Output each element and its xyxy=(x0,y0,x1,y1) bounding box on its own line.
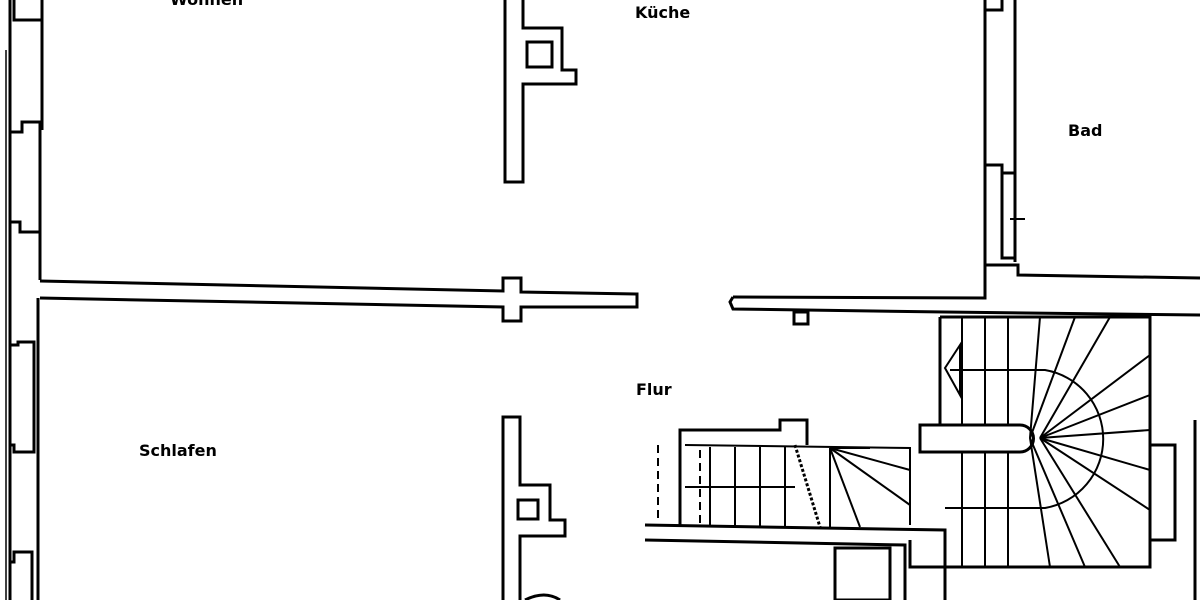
stair-tread xyxy=(1039,354,1151,439)
hall-wall-right xyxy=(728,0,1200,326)
room-label-bad: Bad xyxy=(1068,121,1103,140)
stair-tread xyxy=(1029,316,1076,439)
room-label-flur: Flur xyxy=(636,380,672,399)
stair-tread xyxy=(829,447,911,506)
partition-wall-wohnen-schlafen xyxy=(39,276,639,323)
stair-tread xyxy=(1039,429,1151,439)
main-staircase xyxy=(908,315,1197,600)
stair-tread xyxy=(1029,437,1051,568)
stair-tread xyxy=(1039,437,1151,471)
stair-tread xyxy=(1029,316,1041,439)
room-label-wohnen: Wohnen xyxy=(170,0,243,9)
stair-tread xyxy=(1039,437,1121,568)
stair-tread xyxy=(1039,316,1111,439)
secondary-staircase xyxy=(644,418,947,600)
left-exterior-wall xyxy=(5,0,44,600)
room-label-kueche: Küche xyxy=(635,3,691,22)
stair-tread xyxy=(1029,437,1086,568)
stair-tread xyxy=(1039,437,1151,511)
room-label-schlafen: Schlafen xyxy=(139,441,217,460)
stair-tread xyxy=(829,447,911,471)
stair-tread xyxy=(1039,394,1151,439)
chimney-wall-bottom xyxy=(501,415,567,600)
stair-tread xyxy=(829,447,861,528)
chimney-wall-top xyxy=(503,0,578,184)
